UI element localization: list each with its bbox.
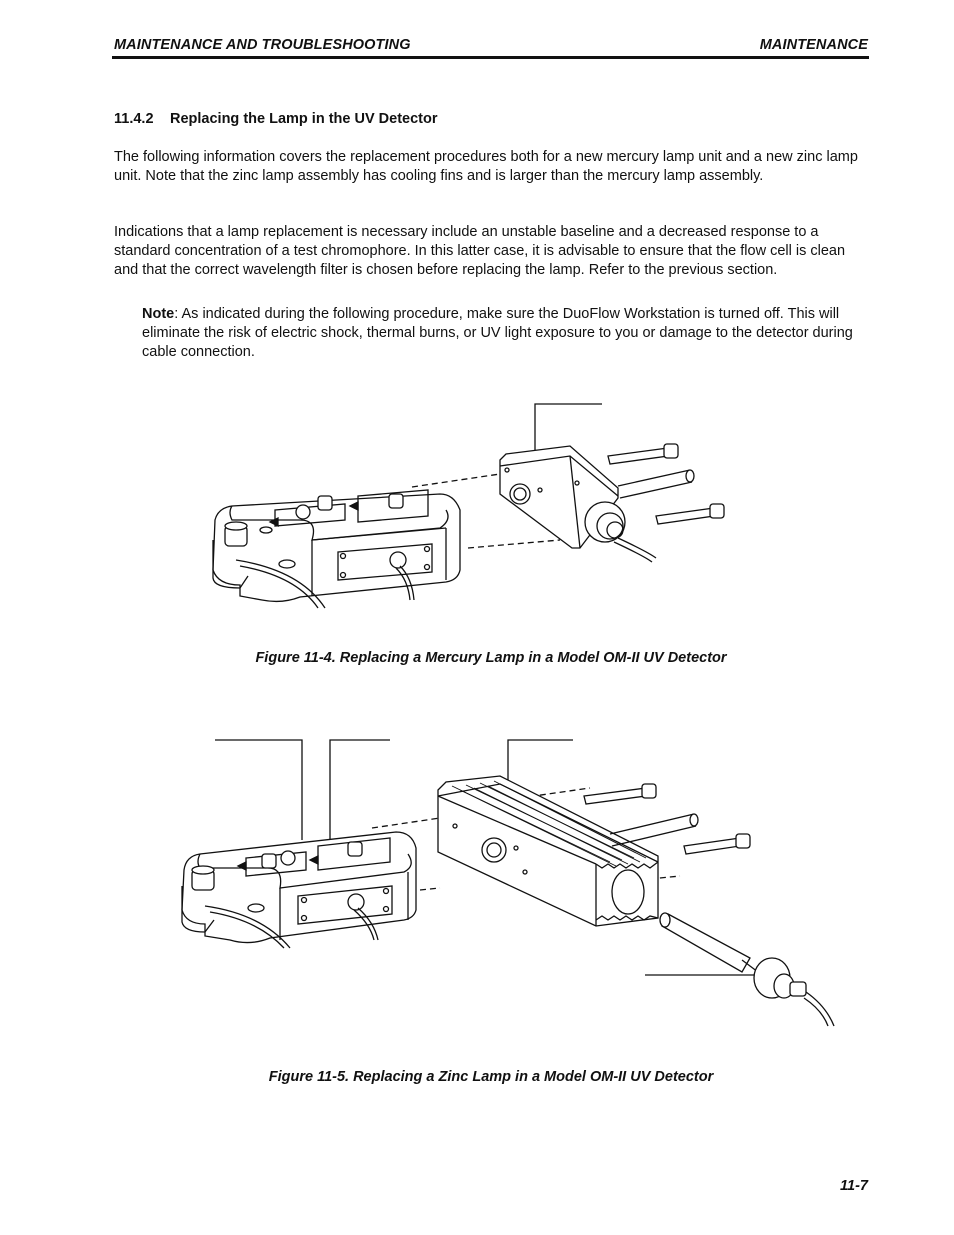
paragraph-intro: The following information covers the rep…: [114, 149, 858, 184]
section-number: 11.4.2: [114, 111, 154, 127]
figure-11-5-caption: Figure 11-5. Replacing a Zinc Lamp in a …: [268, 1069, 714, 1085]
section-heading: 11.4.2 Replacing the Lamp in the UV Detec…: [114, 111, 438, 127]
header-rule: [112, 56, 869, 59]
paragraph-indications: Indications that a lamp replacement is n…: [114, 224, 846, 278]
figure-mercury-lamp-illustration: [212, 403, 725, 609]
running-header-chapter: MAINTENANCE AND TROUBLESHOOTING: [114, 37, 411, 53]
note-text: : As indicated during the following proc…: [142, 306, 853, 360]
safety-note: Note: As indicated during the following …: [142, 305, 870, 361]
figure-11-4-caption: Figure 11-4. Replacing a Mercury Lamp in…: [255, 650, 727, 666]
page-number: 11-7: [840, 1178, 868, 1194]
running-header-section: MAINTENANCE: [759, 37, 868, 53]
figure-zinc-lamp-illustration: [181, 739, 835, 1027]
section-title: Replacing the Lamp in the UV Detector: [170, 111, 438, 127]
note-label: Note: [142, 306, 175, 322]
